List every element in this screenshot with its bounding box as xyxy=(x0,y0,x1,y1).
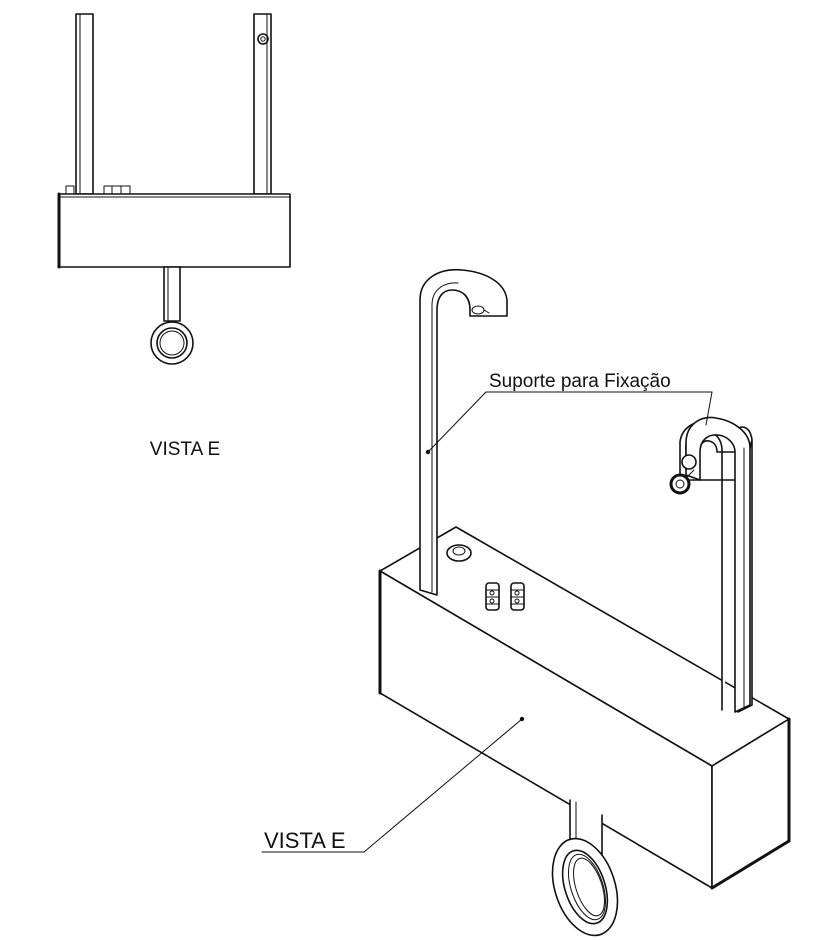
front-right-post xyxy=(253,13,272,195)
view-callout-label: VISTA E xyxy=(264,828,346,853)
front-box xyxy=(57,192,291,269)
front-view-caption: VISTA E xyxy=(150,439,220,460)
bracket-callout-leaders xyxy=(425,391,713,455)
front-left-post xyxy=(75,13,94,195)
iso-left-top-fitting xyxy=(446,544,472,562)
front-view: VISTA E xyxy=(57,13,291,460)
bracket-callout-label: Suporte para Fixação xyxy=(489,371,671,392)
view-callout-leader xyxy=(261,716,525,853)
front-eye-bolt xyxy=(150,266,194,365)
front-top-fittings xyxy=(65,185,131,195)
iso-eye-bolt xyxy=(551,799,619,937)
iso-top-connectors xyxy=(485,582,525,611)
iso-right-bracket xyxy=(669,416,753,713)
iso-view: Suporte para Fixação VISTA E xyxy=(261,268,791,937)
